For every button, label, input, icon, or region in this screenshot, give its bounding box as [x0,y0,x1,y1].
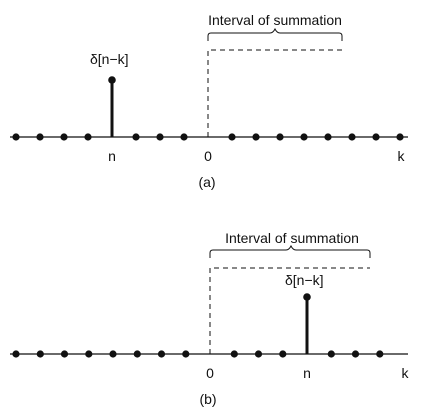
sample-dot [324,133,332,141]
sample-dot [12,350,20,358]
sample-dot [228,133,236,141]
delta-head-b [303,293,311,301]
sample-dot [157,350,166,358]
interval-label-b: Interval of summation [225,230,359,246]
tick-zero-b: 0 [206,365,214,381]
delta-label-b: δ[n−k] [285,272,324,288]
sample-dot [276,133,284,141]
caption-b: (b) [199,391,216,407]
panel-b: δ[n−k] Interval of summation 0 n k (b) [10,230,410,407]
interval-brace-b [209,244,371,258]
step-outline-b [209,267,370,354]
sample-dot [396,133,404,141]
sample-dot [132,133,140,141]
sample-dot [351,350,360,358]
interval-brace-a [207,27,343,41]
step-outline-a [207,49,342,137]
sample-dot [133,350,141,358]
axis-var-b: k [402,365,410,381]
sample-dot [156,133,164,141]
caption-a: (a) [198,174,215,190]
samples-a [12,133,404,141]
samples-b [12,350,384,358]
delta-label-a: δ[n−k] [90,51,129,67]
sample-dot [372,133,380,141]
sample-dot [85,350,93,358]
sample-dot [252,133,260,141]
sample-dot [327,350,335,358]
sample-dot [254,350,263,358]
sample-dot [279,350,287,358]
sample-dot [300,133,308,141]
sample-dot [180,133,188,141]
sample-dot [109,350,117,358]
sample-dot [36,133,44,141]
sample-dot [182,350,190,358]
sample-dot [60,133,68,141]
sample-dot [348,133,356,141]
axis-var-a: k [398,148,406,164]
sample-dot [230,350,238,358]
sample-dot [84,133,92,141]
tick-n-a: n [108,148,116,164]
panel-a: δ[n−k] Interval of summation n 0 k (a) [10,12,408,190]
tick-n-b: n [303,365,311,381]
sample-dot [12,133,20,141]
interval-label-a: Interval of summation [208,12,342,28]
sample-dot [376,350,384,358]
sample-dot [60,350,69,358]
tick-zero-a: 0 [204,148,212,164]
delta-head-a [108,76,116,84]
sample-dot [36,350,44,358]
